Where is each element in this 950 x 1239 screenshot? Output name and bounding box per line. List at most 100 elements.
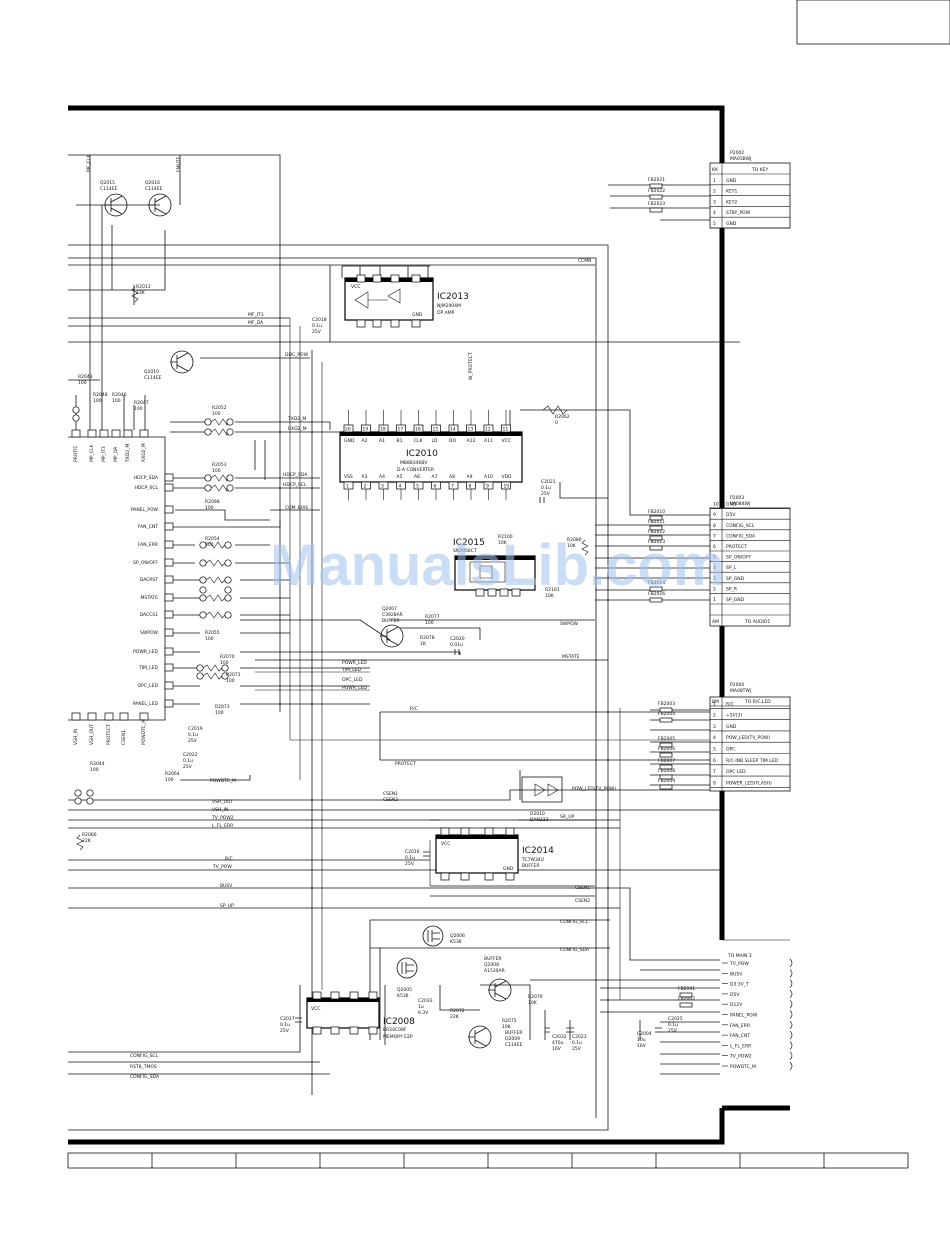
ic2014-part: TC7W34U: [521, 857, 544, 863]
svg-text:C114EE: C114EE: [145, 186, 163, 192]
svg-text:SR_UP: SR_UP: [560, 814, 575, 820]
connector-pin-signal: SP_ON/OFF: [726, 555, 751, 561]
svg-text:MF_IT3: MF_IT3: [248, 312, 264, 318]
svg-text:R2052: R2052: [212, 405, 227, 411]
svg-text:VCC: VCC: [441, 841, 450, 847]
main-ic-pin: [164, 505, 174, 514]
svg-text:100: 100: [165, 777, 174, 783]
main-ic-bottom-label: CSEN1: [121, 730, 127, 745]
connector-pin-signal: GND: [726, 221, 737, 227]
svg-text:R2098: R2098: [205, 499, 220, 505]
ic2008-desc: MEMORY E2P: [383, 1034, 413, 1040]
main-ic-pin-label: TIM_LED: [138, 665, 159, 671]
svg-text:AM: AM: [712, 619, 719, 625]
svg-text:C2022: C2022: [183, 752, 198, 758]
svg-text:HDCP_SDA: HDCP_SDA: [283, 472, 308, 478]
connector-pin-num: 2: [713, 713, 716, 719]
svg-text:TXD2_M: TXD2_M: [287, 416, 306, 422]
ferrite-bead: [649, 207, 663, 213]
ic2010-pin-label: A6: [414, 474, 420, 480]
ferrite-ref: FB2021: [648, 177, 665, 183]
connector-pin-signal: OPC LED: [726, 769, 746, 775]
svg-text:P2004: P2004: [730, 682, 744, 688]
svg-text:GND: GND: [412, 312, 423, 318]
svg-text:MSTATE: MSTATE: [562, 654, 580, 660]
svg-text:DDC_POW: DDC_POW: [285, 352, 309, 358]
svg-text:100: 100: [205, 542, 214, 548]
ic2010-pin-label: A4: [379, 474, 385, 480]
connector-pin-num: 3: [713, 199, 716, 205]
svg-text:R2077: R2077: [425, 614, 440, 620]
svg-text:CSEN1: CSEN1: [575, 885, 590, 891]
ic2010-pin-label: DO: [449, 438, 456, 444]
ferrite-ref: FB2010: [648, 509, 665, 515]
svg-text:R/C: R/C: [410, 706, 418, 712]
ferrite-ref: FB2016: [648, 591, 665, 597]
ic2010-pin-num: 5: [416, 484, 419, 490]
svg-text:BUFFER: BUFFER: [382, 618, 400, 624]
svg-text:TV_POW: TV_POW: [212, 864, 232, 870]
connector-pin-signal: +5V(3): [726, 713, 742, 719]
ic2010: IC2010 MB88346BV D-A CONVERTER 20GND19A2…: [339, 410, 523, 500]
svg-text:22K: 22K: [82, 838, 92, 844]
svg-text:RST8_TMOS: RST8_TMOS: [130, 1064, 157, 1070]
svg-text:25V: 25V: [183, 764, 193, 770]
ferrite-bead: [659, 752, 673, 758]
main3-signal: FAN_CNT: [730, 1033, 750, 1039]
ic2014-desc: BUFFER: [522, 863, 540, 869]
ic2010-pin-label: A8: [449, 474, 455, 480]
svg-text:Q2006: Q2006: [450, 933, 465, 939]
main3-signal: D12V: [730, 1002, 743, 1008]
ferrite-bead: [649, 183, 663, 189]
svg-text:Q2007: Q2007: [382, 606, 397, 612]
ferrite-bead: [649, 525, 663, 531]
ic2013-desc: OP AMP: [437, 310, 455, 316]
main-ic-pin-label: OPC_LED: [138, 683, 159, 689]
main-ic-pin-label: DACRST: [140, 577, 159, 583]
ferrite-bead: [659, 717, 673, 723]
svg-text:25V: 25V: [405, 861, 415, 867]
main-ic-pin-label: MSTATE: [141, 595, 159, 601]
ic2008-part: BR24C08F: [383, 1027, 407, 1033]
svg-text:0.1u: 0.1u: [572, 1040, 582, 1046]
connector-pin-signal: KEY2: [726, 199, 738, 205]
svg-text:100: 100: [215, 710, 224, 716]
svg-text:0.1u: 0.1u: [188, 732, 198, 738]
main-ic-bottom-label: PROTECT: [106, 724, 112, 745]
main-ic-top-label: MP_CLK: [89, 444, 95, 462]
ferrite-bead: [659, 742, 673, 748]
ic2010-pin-label: B1: [397, 438, 403, 444]
main-ic-top-label: MP_DA: [113, 446, 119, 462]
main-ic-pin: [164, 699, 174, 708]
svg-text:R2078: R2078: [420, 635, 435, 641]
ferrite-bead: [649, 194, 663, 200]
main-ic-bottom-label: VSH_OUT: [89, 724, 95, 745]
svg-text:C3928AR: C3928AR: [382, 612, 403, 618]
svg-text:100: 100: [90, 767, 99, 773]
connector-pin-num: 10: [713, 502, 719, 508]
ic2008: VCC IC2008 BR24C08F MEMORY E2P: [306, 991, 415, 1040]
connector-pin-num: 2: [713, 189, 716, 195]
connector-pin-num: 4: [713, 210, 716, 216]
connector-pin-num: 5: [713, 221, 716, 227]
svg-text:TIM_LED: TIM_LED: [341, 667, 362, 673]
connector-pin-signal: CONFIG_SCL: [726, 523, 755, 529]
svg-text:R2100: R2100: [498, 534, 513, 540]
svg-text:R2079: R2079: [528, 994, 543, 1000]
svg-text:A1530AR: A1530AR: [484, 968, 505, 974]
main-ic-bottom-label: POWDTC_M: [141, 719, 147, 745]
connector-pin-num: 8: [713, 780, 716, 786]
svg-text:25V: 25V: [188, 738, 198, 744]
connector-pin-num: 9: [713, 512, 716, 518]
svg-text:0.01u: 0.01u: [450, 642, 463, 648]
ic2010-pin-label: CLK: [414, 438, 424, 444]
wires: [68, 154, 740, 1131]
svg-text:C2032: C2032: [552, 1034, 567, 1040]
ic2010-pin-label: A7: [432, 474, 438, 480]
svg-text:DAN222: DAN222: [530, 817, 549, 823]
q2009: BUFFER Q2009 C114EE: [468, 1025, 523, 1049]
svg-text:TO AUDIO1: TO AUDIO1: [744, 619, 770, 625]
connector-pin-signal: POW_LED(TV_POW): [726, 735, 770, 741]
svg-text:10u: 10u: [637, 1037, 646, 1043]
